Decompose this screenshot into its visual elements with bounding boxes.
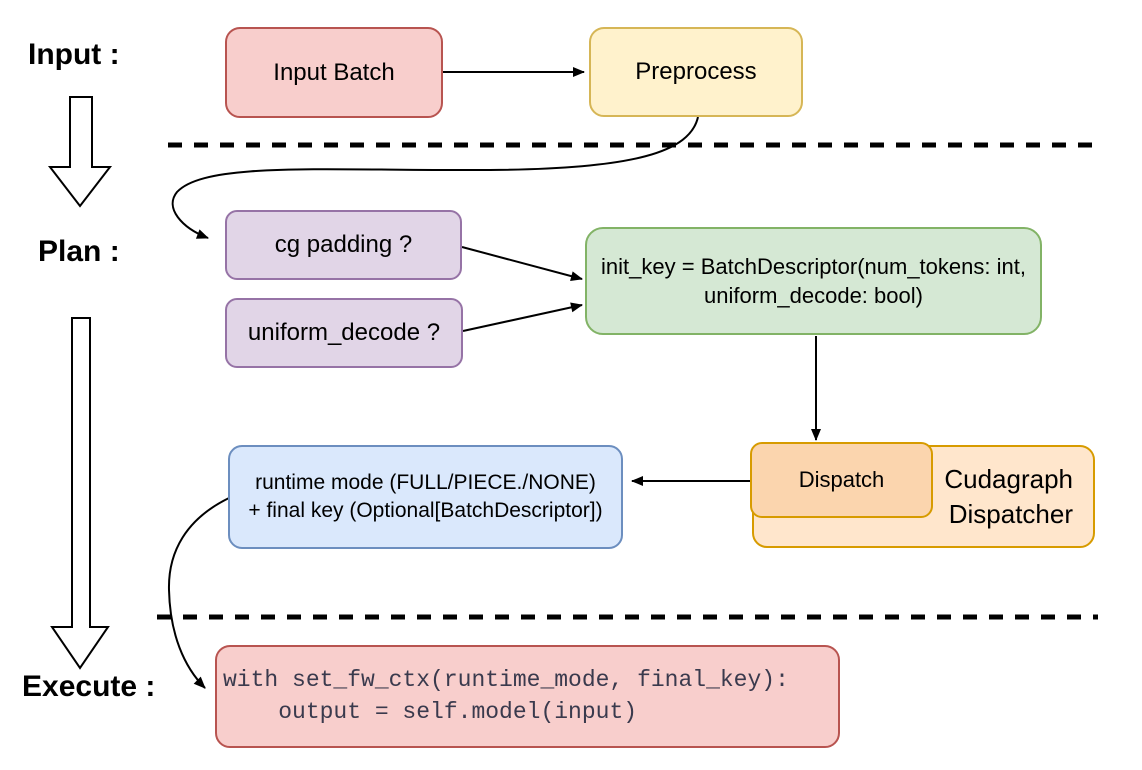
stage-arrow-plan-to-execute-icon — [50, 317, 110, 670]
arrow-uniform-decode-to-init-key — [462, 302, 583, 332]
runtime-mode-node: runtime mode (FULL/PIECE./NONE) + final … — [228, 445, 623, 549]
stage-label-input: Input : — [28, 38, 120, 71]
stage-label-plan: Plan : — [38, 235, 120, 268]
preprocess-node: Preprocess — [589, 27, 803, 117]
arrow-runtime-mode-to-execute-code — [167, 497, 230, 689]
stage-arrow-input-to-plan-icon — [47, 96, 113, 208]
cg-padding-label: cg padding ? — [274, 231, 413, 259]
init-key-line1: init_key = BatchDescriptor(num_tokens: i… — [601, 253, 1026, 279]
runtime-mode-line2: + final key (Optional[BatchDescriptor]) — [248, 499, 603, 522]
init-key-line2: uniform_decode: bool) — [704, 283, 923, 308]
execute-code-node: with set_fw_ctx(runtime_mode, final_key)… — [215, 645, 840, 748]
stage-label-execute: Execute : — [22, 670, 156, 703]
preprocess-label: Preprocess — [635, 58, 757, 86]
cudagraph-dispatcher-line1: Cudagraph — [944, 464, 1073, 495]
uniform-decode-node: uniform_decode ? — [225, 298, 463, 368]
dispatch-node: Dispatch — [750, 442, 933, 518]
input-batch-node: Input Batch — [225, 27, 443, 118]
cg-padding-node: cg padding ? — [225, 210, 462, 280]
init-key-node: init_key = BatchDescriptor(num_tokens: i… — [585, 227, 1042, 335]
cudagraph-dispatcher-line2: Dispatcher — [948, 498, 1073, 529]
input-batch-label: Input Batch — [273, 58, 395, 86]
execute-code-line1: with set_fw_ctx(runtime_mode, final_key)… — [223, 667, 789, 694]
execute-code-line2: output = self.model(input) — [223, 698, 638, 725]
runtime-mode-line1: runtime mode (FULL/PIECE./NONE) — [255, 471, 596, 495]
arrow-cg-padding-to-init-key — [461, 246, 583, 281]
uniform-decode-label: uniform_decode ? — [247, 319, 441, 347]
arrow-preprocess-to-cg-padding — [171, 116, 699, 239]
dispatch-label: Dispatch — [798, 467, 885, 493]
